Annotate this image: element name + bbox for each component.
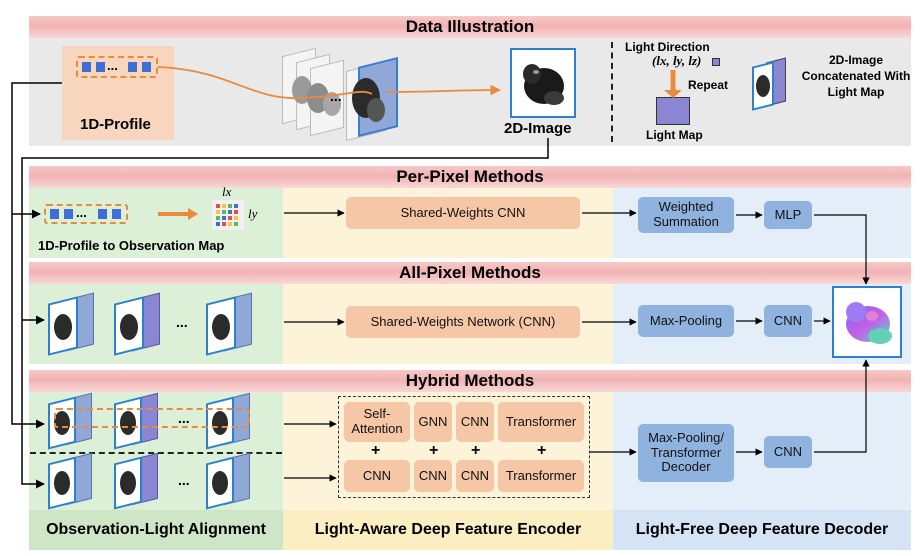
banner-title: Hybrid Methods xyxy=(405,371,535,390)
light-vector-label: (lx, ly, lz) xyxy=(652,53,702,68)
obs-map-label: 1D-Profile to Observation Map xyxy=(38,238,225,253)
banner-per-pixel: Per-Pixel Methods xyxy=(29,166,911,188)
hybrid-cnn-top: CNN xyxy=(456,402,494,442)
light-vector-swatch xyxy=(712,58,720,66)
profile-cell xyxy=(142,62,151,72)
slices-dots: ... xyxy=(330,88,342,104)
object-2d-image xyxy=(523,64,564,105)
light-direction-label: Light Direction xyxy=(625,40,710,54)
object-thumb xyxy=(54,314,72,340)
box-label: CNN xyxy=(773,312,803,328)
box-label: Max-Pooling/ Transformer Decoder xyxy=(648,429,724,475)
light-map-square xyxy=(656,97,690,125)
box-label: Transformer xyxy=(505,467,577,483)
normal-map-output xyxy=(846,302,892,344)
hybrid-gnn: GNN xyxy=(414,402,452,442)
plus-sign: + xyxy=(371,442,381,459)
footer-decoder: Light-Free Deep Feature Decoder xyxy=(613,510,911,550)
box-label: CNN xyxy=(418,467,448,483)
hybrid-cnn-bottom-2: CNN xyxy=(414,460,452,492)
footer-encoder: Light-Aware Deep Feature Encoder xyxy=(283,510,613,550)
footer-alignment: Observation-Light Alignment xyxy=(29,510,283,550)
banner-title: Per-Pixel Methods xyxy=(396,167,544,186)
obs-profile-dots: ... xyxy=(76,205,87,220)
profile-cell xyxy=(96,62,105,72)
light-map-label: Light Map xyxy=(646,128,703,142)
box-label: MLP xyxy=(774,206,802,222)
hybrid-bottom-dots: ... xyxy=(178,472,190,488)
profile-dots: ... xyxy=(107,58,118,73)
object-thumb xyxy=(120,471,136,495)
hybrid-max-pooling-transformer-decoder: Max-Pooling/ Transformer Decoder xyxy=(638,424,734,482)
plus-sign: + xyxy=(429,442,439,459)
box-label: Shared-Weights Network (CNN) xyxy=(370,313,556,329)
profile-cell xyxy=(82,62,91,72)
pixel-alignment-frame xyxy=(54,408,250,428)
obs-profile-cell xyxy=(98,209,107,219)
box-label: GNN xyxy=(418,413,448,429)
image-2d-label: 2D-Image xyxy=(504,120,572,137)
banner-title: All-Pixel Methods xyxy=(399,263,541,282)
obs-profile-cell xyxy=(50,209,59,219)
plus-sign: + xyxy=(471,442,481,459)
object-thumb xyxy=(212,314,230,340)
lx-label: lx xyxy=(222,184,232,199)
footer-label: Light-Free Deep Feature Decoder xyxy=(635,521,889,538)
object-dark-render xyxy=(352,78,385,122)
profile-box xyxy=(62,46,174,140)
all-pixel-dots: ... xyxy=(176,314,188,330)
all-pixel-max-pooling: Max-Pooling xyxy=(638,305,734,337)
obs-profile-cell xyxy=(112,209,121,219)
profile-dashed-frame xyxy=(76,56,158,78)
separator xyxy=(611,42,613,142)
hybrid-transformer-bottom: Transformer xyxy=(498,460,584,492)
all-pixel-encoder-box: Shared-Weights Network (CNN) xyxy=(346,306,580,338)
profile-label: 1D-Profile xyxy=(80,116,151,133)
banner-hybrid: Hybrid Methods xyxy=(29,370,911,392)
box-label: Max-Pooling xyxy=(649,312,723,328)
box-label: CNN xyxy=(460,413,490,429)
ly-label: ly xyxy=(248,206,258,221)
box-label: CNN xyxy=(362,467,392,483)
box-label: CNN xyxy=(773,443,803,459)
hybrid-transformer-top: Transformer xyxy=(498,402,584,442)
box-label: Self-Attention xyxy=(351,406,403,436)
per-pixel-encoder-box: Shared-Weights CNN xyxy=(346,197,580,229)
per-pixel-mlp: MLP xyxy=(764,201,812,229)
repeat-label: Repeat xyxy=(688,78,729,92)
banner-data-illustration: Data Illustration xyxy=(29,16,911,38)
per-pixel-weighted-summation: Weighted Summation xyxy=(638,197,734,233)
box-label: Transformer xyxy=(505,413,577,429)
obs-profile-cell xyxy=(64,209,73,219)
hybrid-cnn-decoder: CNN xyxy=(764,436,812,468)
concat-label: 2D-Image Concatenated With Light Map xyxy=(801,53,911,100)
hybrid-cnn-bottom-3: CNN xyxy=(456,460,494,492)
object-thumb xyxy=(120,314,138,340)
all-pixel-cnn: CNN xyxy=(764,305,812,337)
hybrid-self-attention: Self-Attention xyxy=(344,402,410,442)
box-label: Weighted Summation xyxy=(653,199,719,229)
banner-all-pixel: All-Pixel Methods xyxy=(29,262,911,284)
banner-title: Data Illustration xyxy=(405,17,535,36)
concat-object xyxy=(756,75,770,97)
observation-map-icon xyxy=(212,200,244,230)
object-thumb xyxy=(54,471,70,495)
object-thumb xyxy=(212,471,228,495)
plus-sign: + xyxy=(537,442,547,459)
box-label: CNN xyxy=(460,467,490,483)
box-label: Shared-Weights CNN xyxy=(400,204,526,220)
footer-label: Light-Aware Deep Feature Encoder xyxy=(314,521,582,538)
profile-cell xyxy=(128,62,137,72)
hybrid-cnn-bottom-1: CNN xyxy=(344,460,410,492)
footer-label: Observation-Light Alignment xyxy=(46,521,266,538)
